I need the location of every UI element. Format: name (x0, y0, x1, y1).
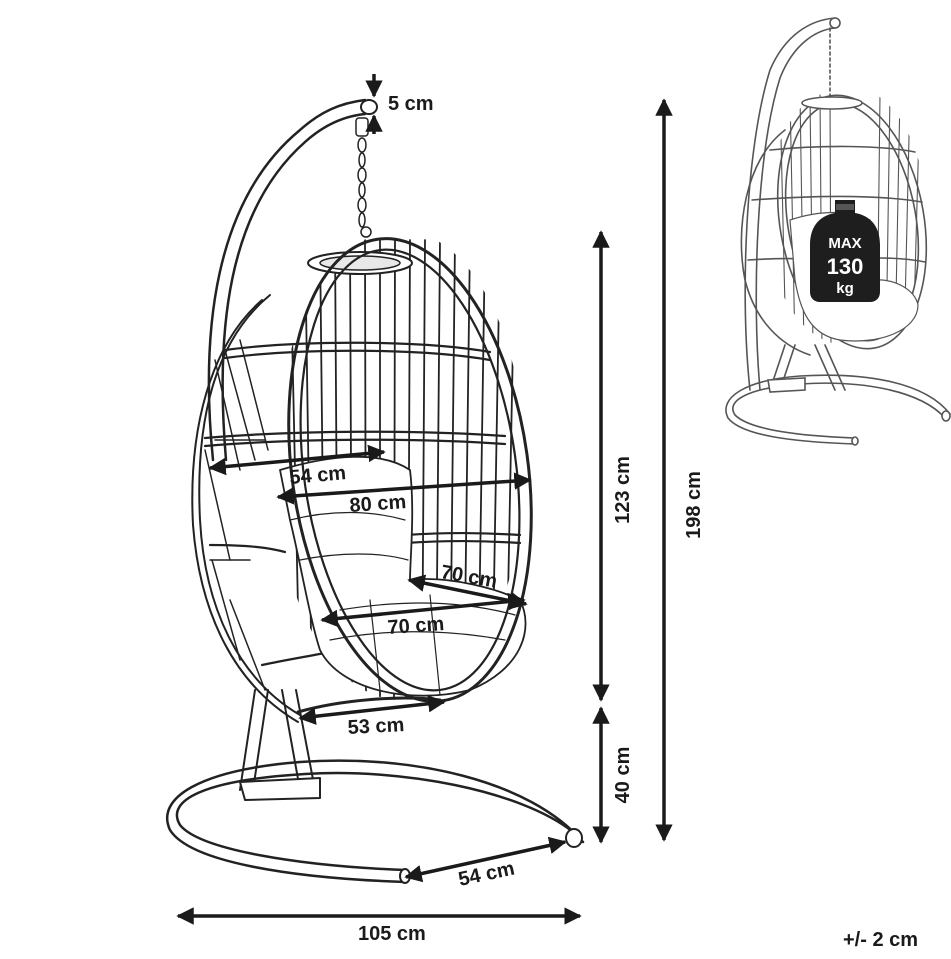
inner-width-arrow (208, 444, 386, 476)
tolerance-label: +/- 2 cm (843, 929, 918, 951)
max-weight-badge: MAX 130 kg (810, 200, 880, 302)
inner-width-label: 54 cm (289, 462, 347, 489)
seat-width-label: 70 cm (387, 613, 445, 639)
base-depth-arrow (404, 836, 567, 883)
chain (355, 117, 372, 238)
base (165, 759, 585, 884)
dimension-lines (176, 74, 673, 925)
egg-chair (191, 237, 533, 723)
outer-width-arrow (276, 472, 532, 505)
chair-height-label: 123 cm (612, 456, 634, 524)
base-width-label: 105 cm (358, 923, 426, 945)
stand-pole (207, 98, 378, 791)
outer-width-label: 80 cm (349, 491, 407, 517)
bottom-width-arrow (298, 695, 446, 725)
chain-gap-label: 5 cm (388, 93, 434, 115)
seat-height-label: 40 cm (612, 747, 634, 804)
seat-width-arrow (320, 592, 526, 628)
reference-chair-drawing (725, 17, 951, 446)
badge-max-label: MAX (828, 235, 861, 252)
bottom-width-label: 53 cm (347, 714, 405, 739)
badge-unit-label: kg (836, 280, 854, 297)
dimension-labels: 5 cm 198 cm 123 cm 40 cm 54 cm 80 cm 70 … (289, 93, 919, 951)
badge-weight-value: 130 (827, 254, 864, 279)
total-height-label: 198 cm (683, 471, 705, 539)
